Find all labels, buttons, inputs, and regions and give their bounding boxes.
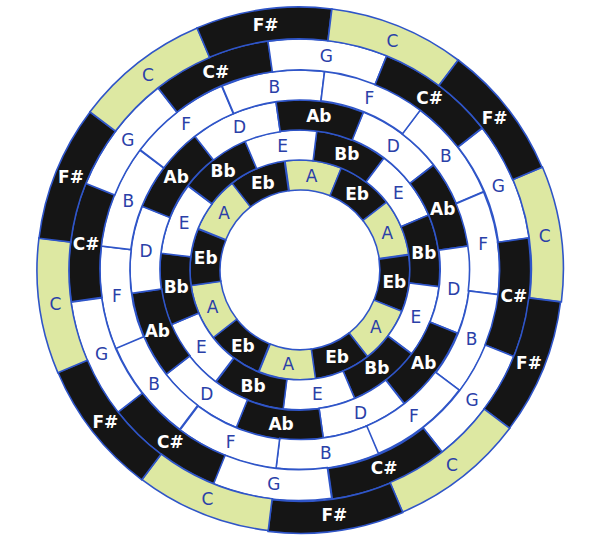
note-name: F (409, 407, 419, 424)
note-name: A (207, 299, 219, 316)
note-cell: C (37, 238, 87, 373)
note-name: A (283, 356, 295, 373)
note-name: C (539, 227, 551, 244)
note-name: B (440, 148, 452, 165)
note-name: D (354, 404, 367, 421)
cell-shape (37, 238, 87, 373)
note-cell: F# (484, 298, 561, 428)
note-name: C# (416, 89, 443, 106)
note-name: F (478, 236, 488, 253)
cell-shape (439, 60, 542, 180)
note-name: C (142, 67, 154, 84)
note-name: B (268, 78, 280, 95)
note-name: G (466, 391, 479, 408)
cell-shape (58, 360, 161, 480)
note-name: F# (58, 169, 84, 186)
note-name: B (123, 192, 135, 209)
cell-shape (328, 9, 458, 86)
note-name: C# (157, 434, 184, 451)
note-name: C# (202, 63, 229, 80)
note-name: E (277, 138, 288, 155)
note-name: A (306, 167, 318, 184)
note-name: Ab (145, 322, 170, 339)
note-name: Eb (251, 174, 275, 191)
note-name: G (267, 475, 280, 492)
note-name: Ab (268, 415, 293, 432)
note-name: E (411, 308, 422, 325)
note-name: Ab (306, 108, 331, 125)
note-name: D (233, 119, 246, 136)
cell-shape (268, 483, 403, 533)
note-cell: C (328, 9, 458, 86)
note-cell: F# (58, 360, 161, 480)
note-name: D (140, 243, 153, 260)
note-name: Bb (164, 279, 189, 296)
note-name: E (312, 385, 323, 402)
note-name: F (364, 90, 374, 107)
cell-shape (390, 409, 510, 512)
note-name: Ab (164, 168, 189, 185)
note-name: Bb (364, 360, 389, 377)
note-name: A (218, 204, 230, 221)
note-name: Bb (241, 377, 266, 394)
note-name: C (49, 296, 61, 313)
note-cell: F# (268, 483, 403, 533)
note-cell: C (90, 28, 210, 131)
note-name: E (393, 185, 404, 202)
note-name: Ab (411, 355, 436, 372)
note-name: F (226, 433, 236, 450)
note-name: Eb (194, 250, 218, 267)
cell-shape (90, 28, 210, 131)
note-name: G (320, 48, 333, 65)
note-name: Eb (325, 349, 349, 366)
note-name: C# (371, 460, 398, 477)
note-name: D (387, 138, 400, 155)
note-name: F# (516, 354, 542, 371)
note-name: B (466, 331, 478, 348)
note-name: A (382, 224, 394, 241)
note-name: C# (73, 235, 100, 252)
note-cell: C (142, 454, 272, 531)
note-name: Eb (345, 186, 369, 203)
note-name: C (202, 491, 214, 508)
note-name: F# (482, 109, 508, 126)
note-cell: C (390, 409, 510, 512)
note-name: B (320, 445, 332, 462)
cell-shape (142, 454, 272, 531)
note-name: Eb (382, 273, 406, 290)
note-name: Bb (411, 244, 436, 261)
note-name: F# (92, 414, 118, 431)
cell-outline (37, 238, 87, 373)
note-name: E (196, 338, 207, 355)
cell-shape (513, 167, 563, 302)
note-name: G (95, 346, 108, 363)
note-name: B (148, 375, 160, 392)
note-name: D (447, 280, 460, 297)
note-name: C (446, 456, 458, 473)
note-cell: F# (197, 7, 332, 57)
note-name: Eb (231, 337, 255, 354)
note-name: A (370, 319, 382, 336)
note-name: F (181, 116, 191, 133)
note-name: E (179, 215, 190, 232)
note-name: D (200, 385, 213, 402)
note-cell: C (513, 167, 563, 302)
note-name: Ab (430, 201, 455, 218)
cell-shape (197, 7, 332, 57)
note-name: C (387, 32, 399, 49)
note-name: F# (253, 17, 279, 34)
note-name: G (121, 132, 134, 149)
cell-outline (513, 167, 563, 302)
cell-shape (484, 298, 561, 428)
note-cell: F# (39, 112, 116, 242)
note-cell: F# (439, 60, 542, 180)
note-name: C# (501, 288, 528, 305)
cell-shape (39, 112, 116, 242)
note-name: Bb (210, 163, 235, 180)
note-name: F# (321, 506, 347, 523)
note-name: F (112, 287, 122, 304)
note-name: Bb (334, 146, 359, 163)
note-name: G (492, 177, 505, 194)
